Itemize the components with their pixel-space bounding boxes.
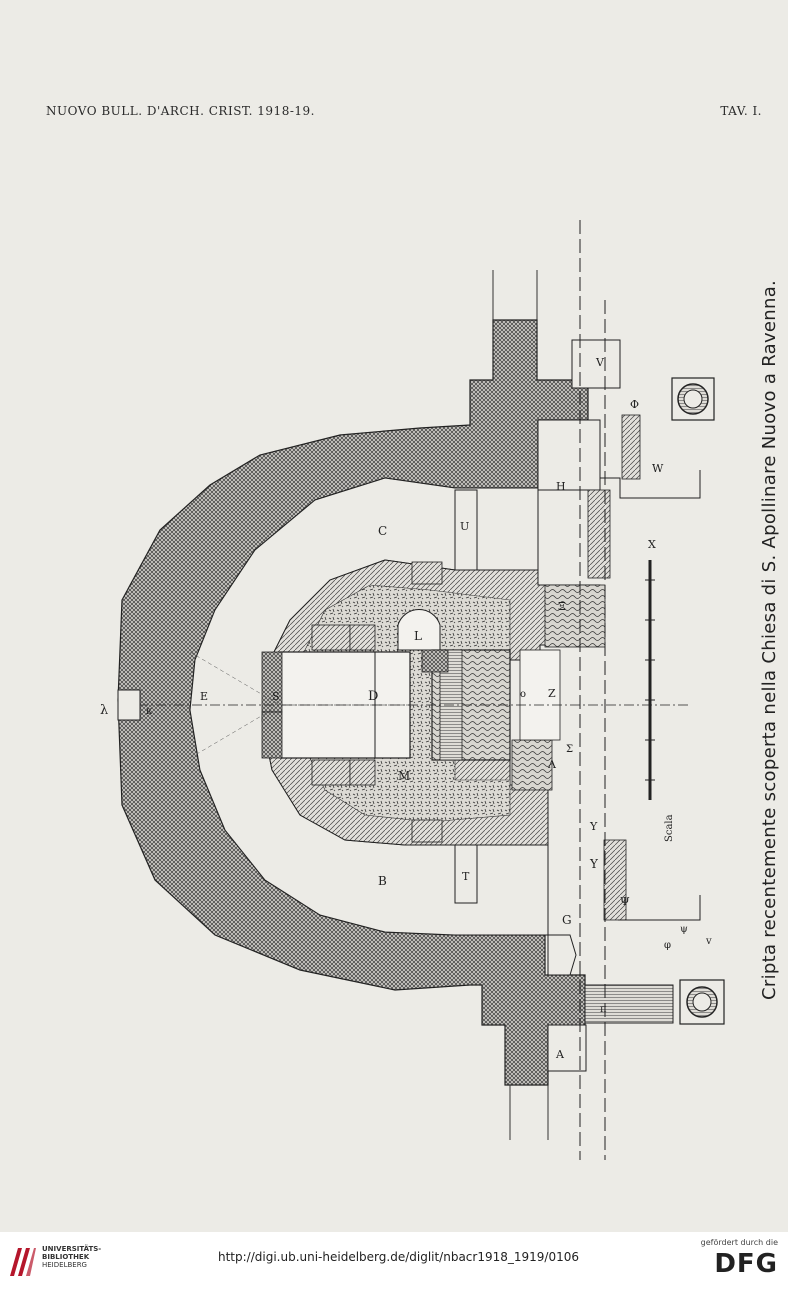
label-G: G (562, 913, 572, 927)
label-D: D (368, 689, 378, 704)
label-S: S (272, 690, 280, 703)
label-kappa: κ (146, 706, 153, 717)
funding-note: gefördert durch die (700, 1238, 778, 1247)
institution-line-3: HEIDELBERG (42, 1261, 87, 1269)
label-T: T (462, 870, 470, 883)
label-X: X (648, 538, 656, 551)
journal-header: NUOVO BULL. D'ARCH. CRIST. 1918-19. (46, 104, 315, 118)
label-B: B (378, 874, 387, 888)
crypt-plan-drawing: C B D E S L M U T H V Φ W X Ξ Z o Λ Σ Y … (100, 220, 725, 1160)
scale-label: Scala (664, 814, 675, 842)
plate-number: TAV. I. (720, 104, 762, 118)
label-A: A (555, 1048, 565, 1061)
label-Lambda: Λ (547, 758, 557, 771)
plate-caption: Cripta recentemente scoperta nella Chies… (759, 279, 780, 1000)
label-C: C (378, 524, 387, 538)
label-Z: Z (548, 687, 556, 700)
label-Phi: Φ (630, 398, 639, 411)
university-library-logo-icon (10, 1248, 36, 1276)
label-E: E (200, 690, 208, 703)
label-U: U (460, 520, 469, 533)
label-Sigma: Σ (566, 744, 573, 755)
label-phi-small: φ (664, 940, 671, 951)
label-M: M (398, 769, 410, 783)
label-Y-upper: Y (589, 820, 598, 833)
label-pi: π (600, 1004, 607, 1015)
permalink-url[interactable]: http://digi.ub.uni-heidelberg.de/diglit/… (218, 1250, 579, 1264)
institution-name: UNIVERSITÄTS- BIBLIOTHEK HEIDELBERG (42, 1245, 101, 1269)
label-H: H (556, 480, 566, 493)
institution-line-2: BIBLIOTHEK (42, 1253, 90, 1261)
label-L: L (414, 629, 422, 643)
digitization-footer: UNIVERSITÄTS- BIBLIOTHEK HEIDELBERG http… (0, 1232, 788, 1290)
label-v-small: v (705, 936, 712, 947)
label-V: V (595, 356, 605, 369)
dfg-logo: DFG (714, 1249, 778, 1279)
institution-line-1: UNIVERSITÄTS- (42, 1245, 102, 1253)
label-W: W (652, 462, 664, 475)
scanned-page: NUOVO BULL. D'ARCH. CRIST. 1918-19. TAV.… (0, 0, 788, 1232)
label-psi-small: ψ (680, 924, 688, 935)
label-omicron: o (520, 689, 526, 700)
label-Xi: Ξ (558, 600, 566, 613)
label-Y-lower: Y (589, 857, 599, 871)
label-lambda: λ (100, 703, 108, 718)
label-Psi: Ψ (620, 895, 630, 908)
